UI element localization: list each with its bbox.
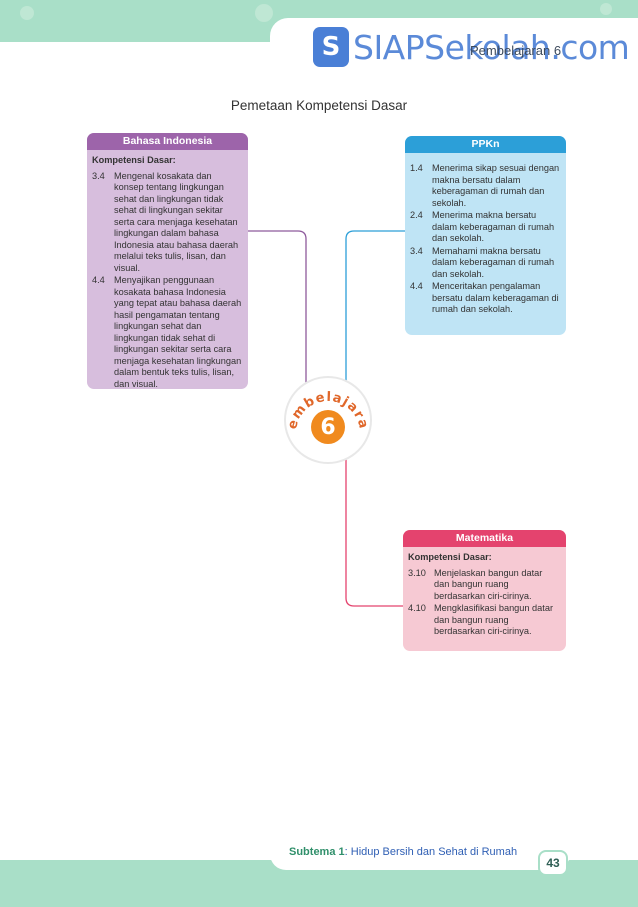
bahasa-item-number: 4.4 [92, 275, 105, 285]
bahasa-item-text: Mengenal kosakata dan konsep tentang lin… [114, 170, 239, 273]
matematika-item: 3.10 Menjelaskan bangun datar dan bangun… [408, 568, 560, 603]
matematika-kd-label: Kompetensi Dasar: [408, 552, 492, 562]
ppkn-card: PPKn 1.4 Menerima sikap sesuai dengan ma… [405, 136, 566, 335]
ppkn-item-number: 2.4 [410, 210, 423, 220]
ppkn-item: 2.4 Menerima makna bersatu dalam keberag… [410, 210, 560, 245]
matematika-item-number: 3.10 [408, 567, 426, 578]
bahasa-card: Bahasa Indonesia Kompetensi Dasar: 3.4 M… [87, 133, 248, 389]
matematika-item: 4.10 Mengklasifikasi bangun datar dan ba… [408, 603, 560, 638]
bahasa-body: Kompetensi Dasar: 3.4 Mengenal kosakata … [87, 150, 248, 389]
pembelajaran-number: 6 [311, 410, 345, 444]
svg-text:Pembelajaran: Pembelajaran [0, 0, 371, 431]
ppkn-item: 1.4 Menerima sikap sesuai dengan makna b… [410, 163, 560, 209]
matematika-item-text: Menjelaskan bangun datar dan bangun ruan… [434, 567, 543, 601]
decor-dot [600, 3, 612, 15]
ppkn-item-number: 3.4 [410, 245, 423, 256]
matematika-item-number: 4.10 [408, 603, 426, 613]
connector-mtk [345, 440, 403, 607]
bahasa-item: 3.4 Mengenal kosakata dan konsep tentang… [92, 171, 242, 275]
header-pembelajaran-tag: Pembelajaran 6 [470, 43, 562, 58]
bahasa-item: 4.4 Menyajikan penggunaan kosakata bahas… [92, 275, 242, 389]
bahasa-title: Bahasa Indonesia [87, 133, 248, 150]
ppkn-item-number: 4.4 [410, 281, 423, 291]
footer-tab [270, 838, 570, 870]
ppkn-item: 4.4 Menceritakan pengalaman bersatu dala… [410, 281, 560, 316]
footer-subtema-text: : Hidup Bersih dan Sehat di Rumah [344, 846, 518, 858]
ppkn-item-text: Menerima makna bersatu dalam keberagaman… [432, 210, 555, 243]
ppkn-item-text: Menceritakan pengalaman bersatu dalam ke… [432, 281, 559, 314]
matematika-body: Kompetensi Dasar: 3.10 Menjelaskan bangu… [403, 547, 566, 645]
matematika-title: Matematika [403, 530, 566, 547]
ppkn-body: 1.4 Menerima sikap sesuai dengan makna b… [405, 153, 566, 323]
connector-bahasa [248, 230, 307, 400]
footer-subtema: Subtema 1: Hidup Bersih dan Sehat di Rum… [289, 846, 517, 858]
ppkn-item-number: 1.4 [410, 163, 423, 173]
ppkn-item: 3.4 Memahami makna bersatu dalam keberag… [410, 246, 560, 281]
logo-watermark: SIAPSekolah.com [353, 28, 630, 67]
logo-icon: S [313, 27, 349, 67]
ppkn-item-text: Memahami makna bersatu dalam keberagaman… [432, 245, 555, 279]
ppkn-title: PPKn [405, 136, 566, 153]
bahasa-item-text: Menyajikan penggunaan kosakata bahasa In… [114, 275, 242, 389]
matematika-item-text: Mengklasifikasi bangun datar dan bangun … [434, 603, 553, 636]
bahasa-kd-label: Kompetensi Dasar: [92, 155, 176, 165]
bahasa-item-number: 3.4 [92, 170, 105, 181]
page-title: Pemetaan Kompetensi Dasar [230, 98, 408, 113]
matematika-card: Matematika Kompetensi Dasar: 3.10 Menjel… [403, 530, 566, 651]
decor-dot [255, 4, 273, 22]
ppkn-item-text: Menerima sikap sesuai dengan makna bersa… [432, 163, 560, 208]
connector-ppkn [345, 230, 405, 400]
page-number: 43 [538, 850, 568, 876]
decor-dot [20, 6, 34, 20]
footer-subtema-label: Subtema 1 [289, 846, 345, 858]
pembelajaran-word: Pembelajaran [0, 0, 370, 431]
